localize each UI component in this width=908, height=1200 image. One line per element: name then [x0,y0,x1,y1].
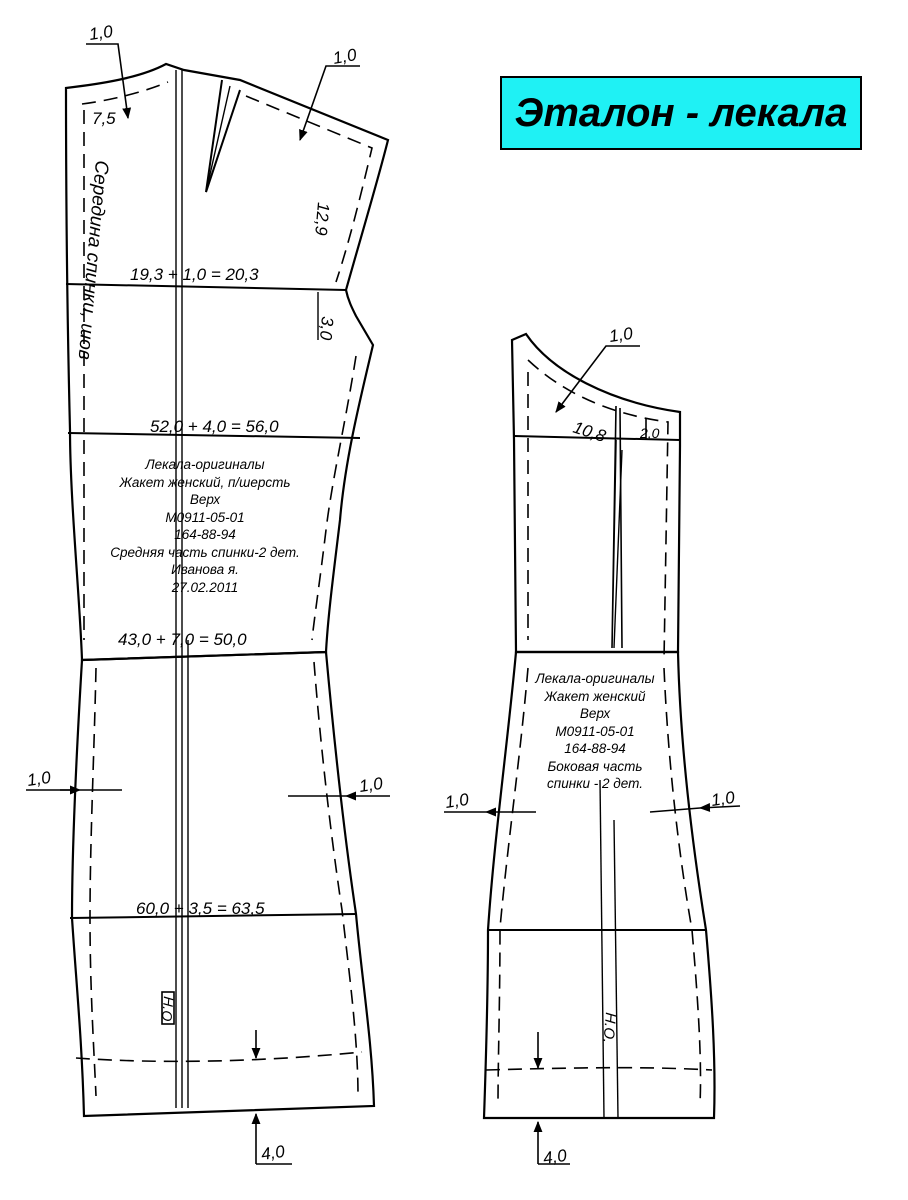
neck-depth-label: 7,5 [92,109,116,128]
back-center-dimensions [26,43,390,1165]
back-side-dim-labels: 1,0 10,8 2,0 1,0 1,0 Н.О. 4,0 [444,324,737,1168]
back-side-dart [611,405,623,649]
back-side-piece [482,332,716,1120]
back-side-outline-upper [510,332,682,654]
formula-line-2: 52,0 + 4,0 = 56,0 [150,417,279,436]
back-center-piece [64,62,390,1118]
back-side-label-line: Боковая часть [547,758,643,774]
back-side-label-line: М0911-05-01 [555,723,635,739]
back-center-label-line: Иванова я. [171,562,239,577]
back-side-seam-allowance [497,359,702,1105]
formula-line-1: 19,3 + 1,0 = 20,3 [130,265,259,284]
formula-line-4: 60,0 + 3,5 = 63,5 [136,899,265,918]
back-center-label-line: М0911-05-01 [165,509,245,525]
armhole-depth-label: 12,9 [311,202,333,237]
back-side-label-line: 164-88-94 [564,741,626,756]
side-allowance-right-label: 1,0 [358,774,385,796]
back-center-outline-lower [70,650,376,1118]
page-title: Эталон - лекала [514,90,848,135]
side-allowance-left-label: 1,0 [26,768,53,790]
seam-label: Середина спинки, шов [74,160,112,361]
back-center-label-line: 27.02.2011 [171,579,239,595]
side-right-allowance-label: 1,0 [710,788,737,810]
back-side-label-line: спинки - 2 дет. [547,776,643,791]
back-center-dart [205,79,241,193]
back-side-label-line: Жакет женский [544,688,646,704]
title-box: Эталон - лекала [500,76,862,150]
back-center-outline-upper [64,62,390,662]
back-center-label-line: Средняя часть спинки-2 дет. [110,544,300,560]
grain-mark-label: Н.О [159,996,177,1022]
top-width-label: 2,0 [639,425,660,441]
back-center-label: Лекала-оригиналы Жакет женский, п/шерсть… [92,456,318,596]
back-side-label-line: Лекала-оригиналы [535,671,655,686]
side-hem-allowance-label: 4,0 [542,1146,569,1168]
back-side-label-line: Верх [579,706,611,721]
back-side-label: Лекала-оригиналы Жакет женский Верх М091… [520,670,670,793]
back-side-dimensions [444,345,741,1165]
hem-allowance-label: 4,0 [260,1142,287,1164]
neck-allowance-label: 1,0 [88,22,115,44]
back-center-label-line: Верх [189,492,221,507]
shoulder-allowance-label: 1,0 [331,45,358,68]
back-center-label-line: 164-88-94 [174,527,236,542]
side-left-allowance-label: 1,0 [444,790,471,812]
back-center-label-line: Жакет женский, п/шерсть [119,474,291,490]
formula-line-3: 43,0 + 7,0 = 50,0 [118,630,247,649]
back-center-label-line: Лекала-оригиналы [145,457,265,472]
armhole-length-label: 10,8 [571,418,609,446]
armhole-notch-label: 3,0 [316,316,337,342]
armhole-allowance-label: 1,0 [608,324,635,346]
side-grain-mark-label: Н.О. [599,1012,619,1044]
back-side-outline-lower [482,650,716,1120]
